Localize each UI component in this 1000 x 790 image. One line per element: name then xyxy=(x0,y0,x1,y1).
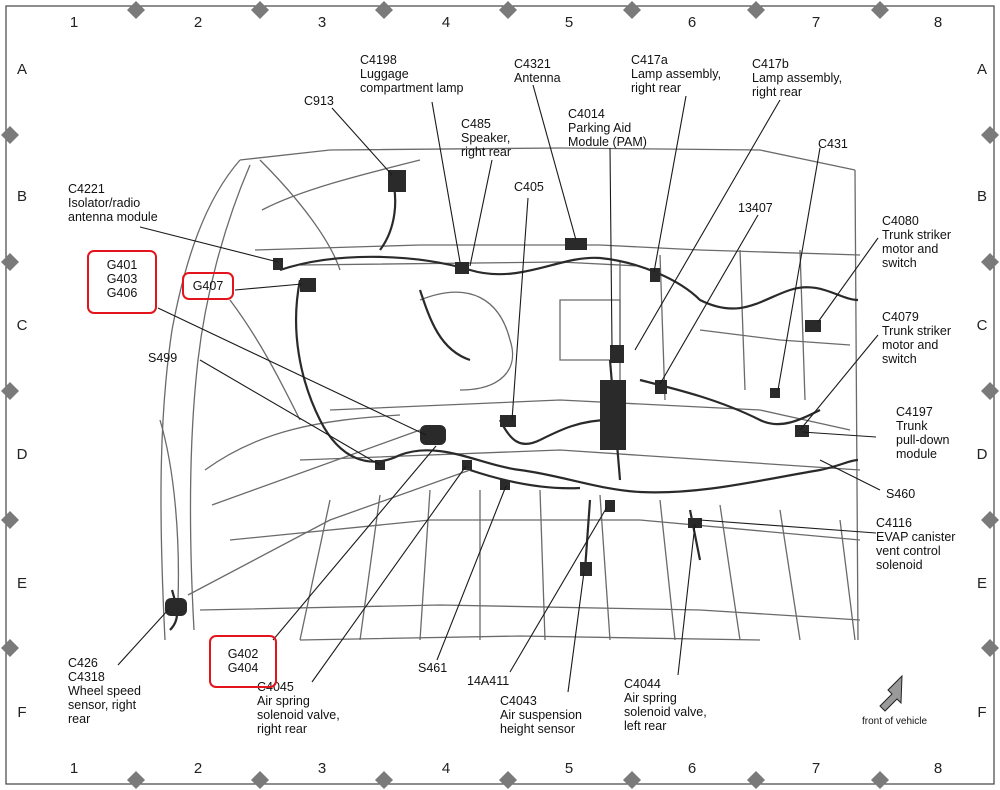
label-g401-g403-g406: G401 G403 G406 xyxy=(106,258,138,300)
grid-row-d-right: D xyxy=(976,446,988,463)
grid-row-d-left: D xyxy=(16,446,28,463)
label-c4116: C4116 EVAP canister vent control solenoi… xyxy=(876,516,956,572)
border-diamond-top-5 xyxy=(747,1,765,19)
border-diamond-bottom-4 xyxy=(623,771,641,789)
grid-col-1-top: 1 xyxy=(69,14,79,31)
grid-row-a-left: A xyxy=(16,61,27,78)
border-diamond-top-6 xyxy=(871,1,889,19)
border-diamond-top-1 xyxy=(251,1,269,19)
label-c4197: C4197 Trunk pull-down module xyxy=(896,405,950,461)
grid-col-7-top: 7 xyxy=(811,14,821,31)
border-diamond-bottom-0 xyxy=(127,771,145,789)
label-c4321: C4321 Antenna xyxy=(514,57,561,85)
grid-col-2-bottom: 2 xyxy=(193,760,203,777)
grid-col-8-top: 8 xyxy=(933,14,943,31)
wiring-harness xyxy=(169,169,859,631)
border-diamond-bottom-5 xyxy=(747,771,765,789)
border-diamond-left-2 xyxy=(1,382,19,400)
label-c4043: C4043 Air suspension height sensor xyxy=(500,694,582,736)
label-s461: S461 xyxy=(418,661,448,675)
grid-row-e-right: E xyxy=(976,575,987,592)
label-13407: 13407 xyxy=(738,201,773,215)
grid-col-5-top: 5 xyxy=(564,14,574,31)
border-diamond-right-4 xyxy=(981,639,999,657)
label-c4044: C4044 Air spring solenoid valve, left re… xyxy=(624,677,707,733)
leader-lines xyxy=(117,84,881,693)
border-diamond-left-1 xyxy=(1,253,19,271)
label-14a411: 14A411 xyxy=(467,674,510,688)
grid-row-a-right: A xyxy=(976,61,987,78)
label-c417a: C417a Lamp assembly, right rear xyxy=(631,53,722,95)
label-c485: C485 Speaker, right rear xyxy=(461,117,512,159)
front-of-vehicle-arrow xyxy=(879,674,903,712)
ground-g401-g403-g406-highlight: G401 G403 G406 xyxy=(87,250,157,314)
border-diamond-right-0 xyxy=(981,126,999,144)
border-diamond-right-3 xyxy=(981,511,999,529)
grid-row-e-left: E xyxy=(16,575,27,592)
body-outline xyxy=(159,147,861,641)
grid-col-6-top: 6 xyxy=(687,14,697,31)
border-diamond-left-4 xyxy=(1,639,19,657)
grid-col-1-bottom: 1 xyxy=(69,760,79,777)
grid-col-4-bottom: 4 xyxy=(441,760,451,777)
label-c4198: C4198 Luggage compartment lamp xyxy=(360,53,464,95)
label-c431: C431 xyxy=(818,137,848,151)
label-c417b: C417b Lamp assembly, right rear xyxy=(752,57,843,99)
connector-blocks xyxy=(165,170,821,616)
border-diamond-top-0 xyxy=(127,1,145,19)
ground-g407-highlight: G407 xyxy=(182,272,234,300)
border-diamond-left-3 xyxy=(1,511,19,529)
ground-g402-g404-highlight: G402 G404 xyxy=(209,635,277,688)
grid-col-6-bottom: 6 xyxy=(687,760,697,777)
label-c405: C405 xyxy=(514,180,544,194)
border-diamond-right-2 xyxy=(981,382,999,400)
label-c913: C913 xyxy=(304,94,334,108)
border-diamond-left-0 xyxy=(1,126,19,144)
grid-col-8-bottom: 8 xyxy=(933,760,943,777)
grid-col-4-top: 4 xyxy=(441,14,451,31)
grid-row-b-left: B xyxy=(16,188,27,205)
border-diamond-top-4 xyxy=(623,1,641,19)
grid-col-2-top: 2 xyxy=(193,14,203,31)
label-c4014: C4014 Parking Aid Module (PAM) xyxy=(568,107,647,149)
label-c4045: C4045 Air spring solenoid valve, right r… xyxy=(257,680,340,736)
grid-col-7-bottom: 7 xyxy=(811,760,821,777)
grid-row-c-right: C xyxy=(976,317,988,334)
border-diamond-bottom-6 xyxy=(871,771,889,789)
border-diamond-right-1 xyxy=(981,253,999,271)
border-diamond-bottom-3 xyxy=(499,771,517,789)
border-diamond-bottom-2 xyxy=(375,771,393,789)
border-diamond-bottom-1 xyxy=(251,771,269,789)
label-c426-c4318: C426 C4318 Wheel speed sensor, right rea… xyxy=(68,656,141,726)
grid-row-f-left: F xyxy=(17,704,27,721)
grid-row-b-right: B xyxy=(976,188,987,205)
label-s499: S499 xyxy=(148,351,178,365)
grid-col-3-top: 3 xyxy=(317,14,327,31)
label-c4079: C4079 Trunk striker motor and switch xyxy=(882,310,951,366)
grid-col-3-bottom: 3 xyxy=(317,760,327,777)
label-g407: G407 xyxy=(192,279,224,293)
label-g402-g404: G402 G404 xyxy=(227,647,259,675)
label-s460: S460 xyxy=(886,487,916,501)
label-c4221: C4221 Isolator/radio antenna module xyxy=(68,182,158,224)
grid-row-c-left: C xyxy=(16,317,28,334)
front-of-vehicle-label: front of vehicle xyxy=(862,716,928,727)
label-c4080: C4080 Trunk striker motor and switch xyxy=(882,214,951,270)
border-diamond-top-3 xyxy=(499,1,517,19)
grid-col-5-bottom: 5 xyxy=(564,760,574,777)
grid-row-f-right: F xyxy=(977,704,987,721)
border-diamond-top-2 xyxy=(375,1,393,19)
